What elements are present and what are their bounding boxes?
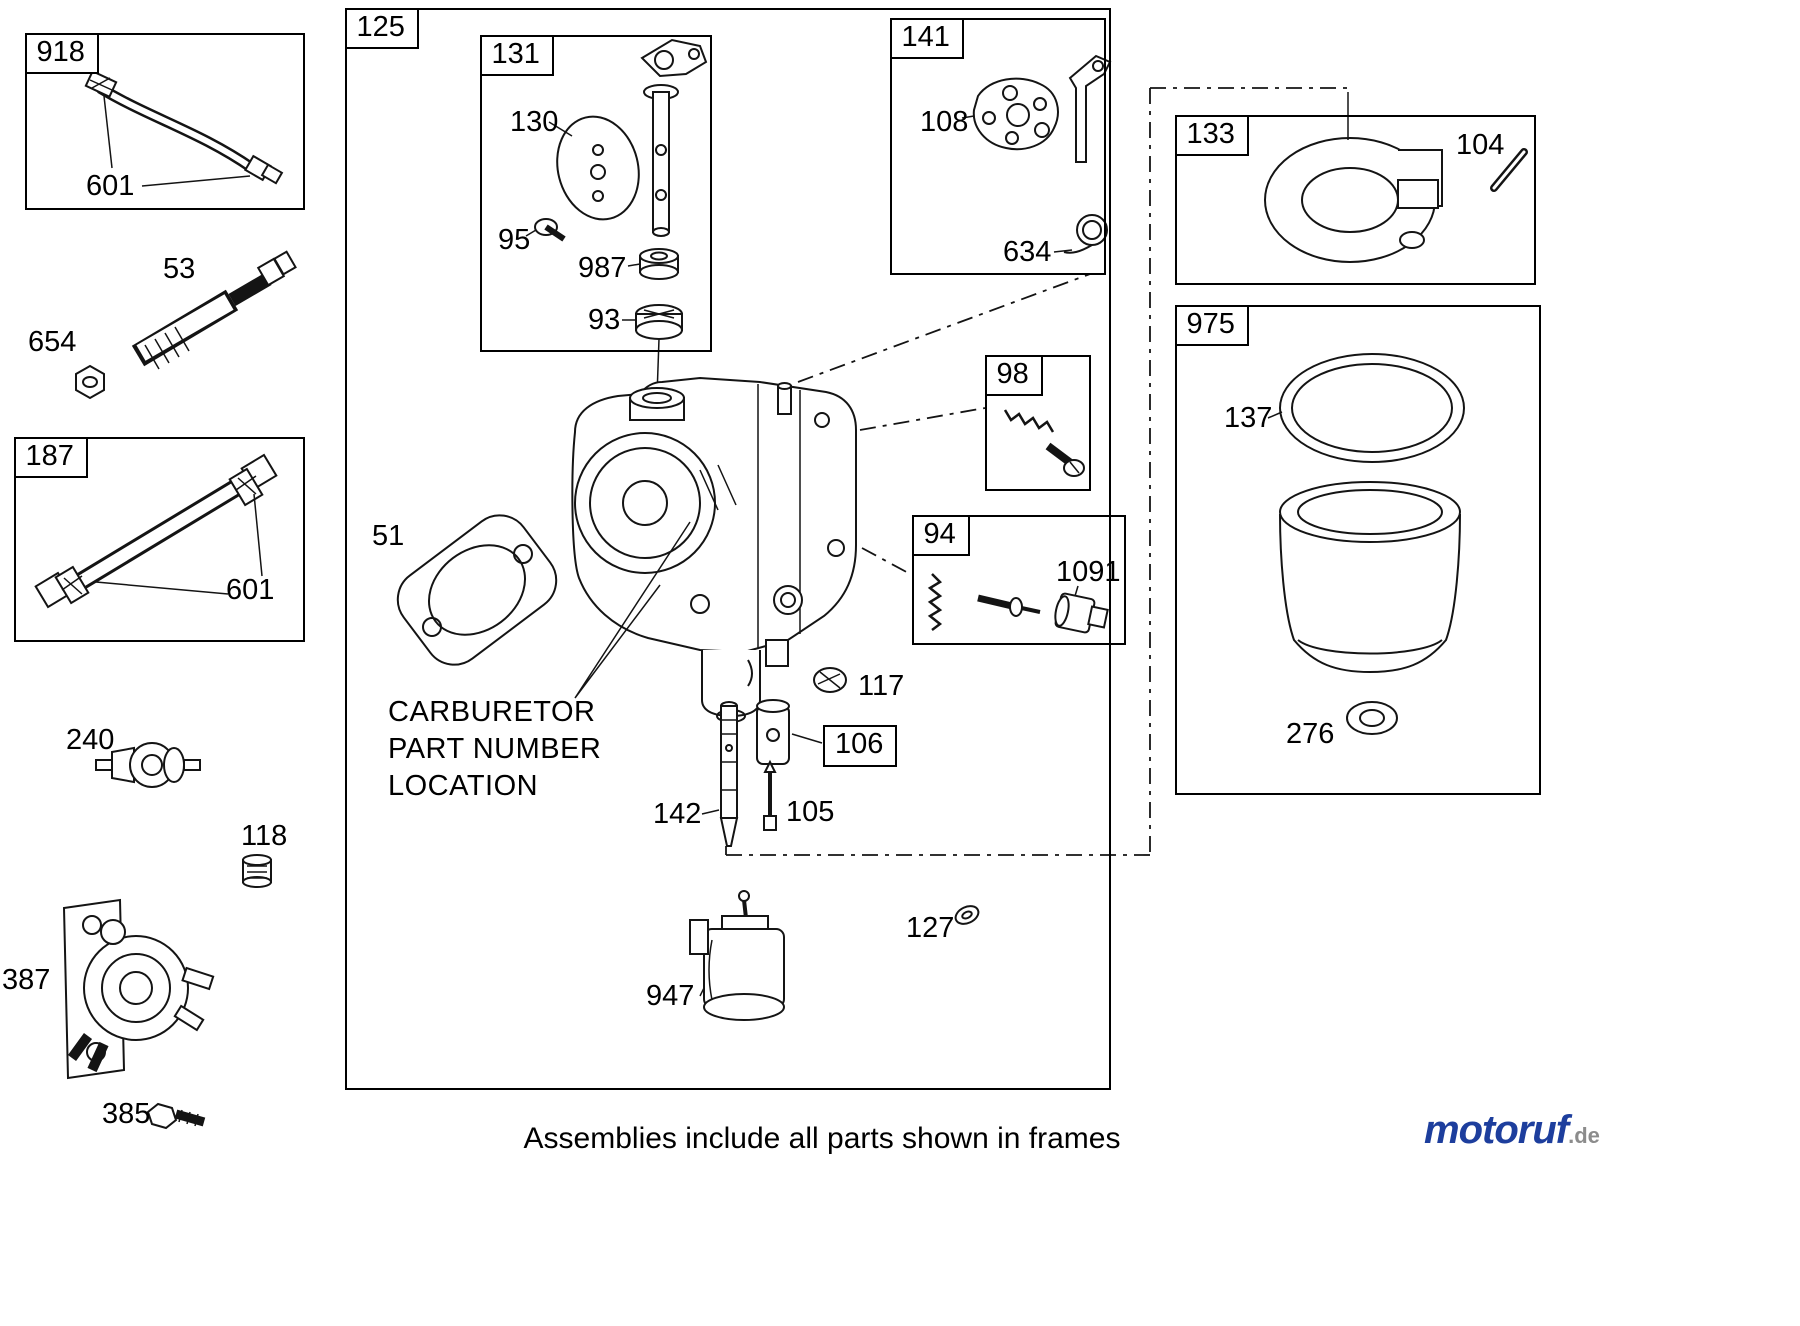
frame-label-125: 125 xyxy=(344,7,419,50)
footer-note: Assemblies include all parts shown in fr… xyxy=(523,1122,1121,1155)
part-label-104: 104 xyxy=(1456,129,1505,161)
part-label-654: 654 xyxy=(28,326,77,358)
part-label-95: 95 xyxy=(498,224,531,256)
seal-127-drawing xyxy=(954,905,980,925)
frame-133: 133 xyxy=(1174,114,1536,285)
annotation-line-2: PART NUMBER xyxy=(388,733,602,765)
frame-141: 141 xyxy=(889,17,1106,275)
washer-276-drawing xyxy=(1346,701,1398,735)
frame-918: 918 xyxy=(24,32,305,210)
part-label-142: 142 xyxy=(653,798,702,830)
part-label-1091: 1091 xyxy=(1056,556,1121,588)
solenoid-947-drawing xyxy=(689,890,785,1021)
frame-label-141: 141 xyxy=(889,17,964,60)
frame-94: 94 xyxy=(911,514,1126,645)
part-label-105: 105 xyxy=(786,796,835,828)
part-label-601-hose: 601 xyxy=(86,170,135,202)
part-label-634: 634 xyxy=(1003,236,1052,268)
watermark-tld: .de xyxy=(1568,1123,1600,1148)
part-label-127: 127 xyxy=(906,912,955,944)
part-label-117: 117 xyxy=(858,670,905,702)
watermark-logo: motoruf .de xyxy=(1424,1108,1600,1153)
part-label-118: 118 xyxy=(241,820,288,852)
idle-spring-screw-98-drawing xyxy=(1003,409,1085,477)
annotation-leader-lines xyxy=(574,521,691,699)
part-label-947: 947 xyxy=(646,980,695,1012)
part-label-93: 93 xyxy=(588,304,621,336)
jet-106-drawing xyxy=(756,699,823,765)
float-133-drawing xyxy=(1264,92,1443,263)
screw-95-drawing xyxy=(525,218,566,242)
carburetor-part-number-annotation: CARBURETOR PART NUMBER LOCATION xyxy=(388,694,601,805)
annotation-line-3: LOCATION xyxy=(388,770,539,802)
pin-104-drawing xyxy=(1490,148,1528,192)
frame-label-106: 106 xyxy=(823,725,898,767)
part-label-987: 987 xyxy=(578,252,627,284)
frame-975: 975 xyxy=(1174,304,1541,795)
spring-634-drawing xyxy=(1053,214,1108,254)
part-label-385: 385 xyxy=(102,1098,151,1130)
annotation-line-1: CARBURETOR xyxy=(388,696,596,728)
frame-label-94: 94 xyxy=(911,514,970,557)
part-label-240: 240 xyxy=(66,724,115,756)
frame-187: 187 xyxy=(13,436,305,642)
frame-label-133: 133 xyxy=(1174,114,1249,157)
choke-lever-141-drawing xyxy=(1068,54,1112,163)
bolt-385-drawing xyxy=(146,1102,206,1130)
hose-918-drawing xyxy=(84,69,284,187)
part-label-137: 137 xyxy=(1224,402,1273,434)
part-label-51: 51 xyxy=(372,520,405,552)
gasket-108-drawing xyxy=(961,77,1059,151)
assembly-dashed-lines xyxy=(725,87,1348,856)
frame-label-98: 98 xyxy=(984,354,1043,397)
plug-117-drawing xyxy=(813,667,847,693)
throttle-plate-130-drawing xyxy=(548,115,640,221)
frame-131: 131 xyxy=(479,34,712,352)
needle-105-drawing xyxy=(763,759,777,831)
part-label-276: 276 xyxy=(1286,718,1335,750)
fuel-pump-387-drawing xyxy=(62,898,215,1080)
part-label-130: 130 xyxy=(510,106,559,138)
fitting-118-drawing xyxy=(242,854,272,888)
frame-label-187: 187 xyxy=(13,436,88,479)
frame-label-918: 918 xyxy=(24,32,99,75)
fuel-pipe-53-drawing xyxy=(131,250,297,370)
frame-98: 98 xyxy=(984,354,1091,491)
part-label-53: 53 xyxy=(163,253,196,285)
frame-125: 125 xyxy=(344,7,1111,1090)
part-label-601-line: 601 xyxy=(226,574,275,606)
seal-93-drawing xyxy=(622,304,683,397)
frame-label-975: 975 xyxy=(1174,304,1249,347)
gasket-51-drawing xyxy=(396,514,558,666)
part-label-108: 108 xyxy=(920,106,969,138)
fuel-bowl-975-drawing xyxy=(1279,481,1461,674)
oring-137-drawing xyxy=(1267,353,1465,463)
fuel-filter-240-drawing xyxy=(95,742,201,788)
seat-1091-drawing xyxy=(1054,585,1109,634)
watermark-brand: motoruf xyxy=(1424,1108,1569,1152)
nut-654-drawing xyxy=(75,364,105,400)
frame-label-131: 131 xyxy=(479,34,554,77)
bushing-987-drawing xyxy=(627,248,679,280)
part-label-387: 387 xyxy=(2,964,51,996)
tube-142-drawing xyxy=(701,701,739,847)
fuel-line-187-drawing xyxy=(34,453,278,609)
throttle-shaft-131-drawing xyxy=(640,38,708,237)
needle-spring-94-drawing xyxy=(927,573,1041,631)
